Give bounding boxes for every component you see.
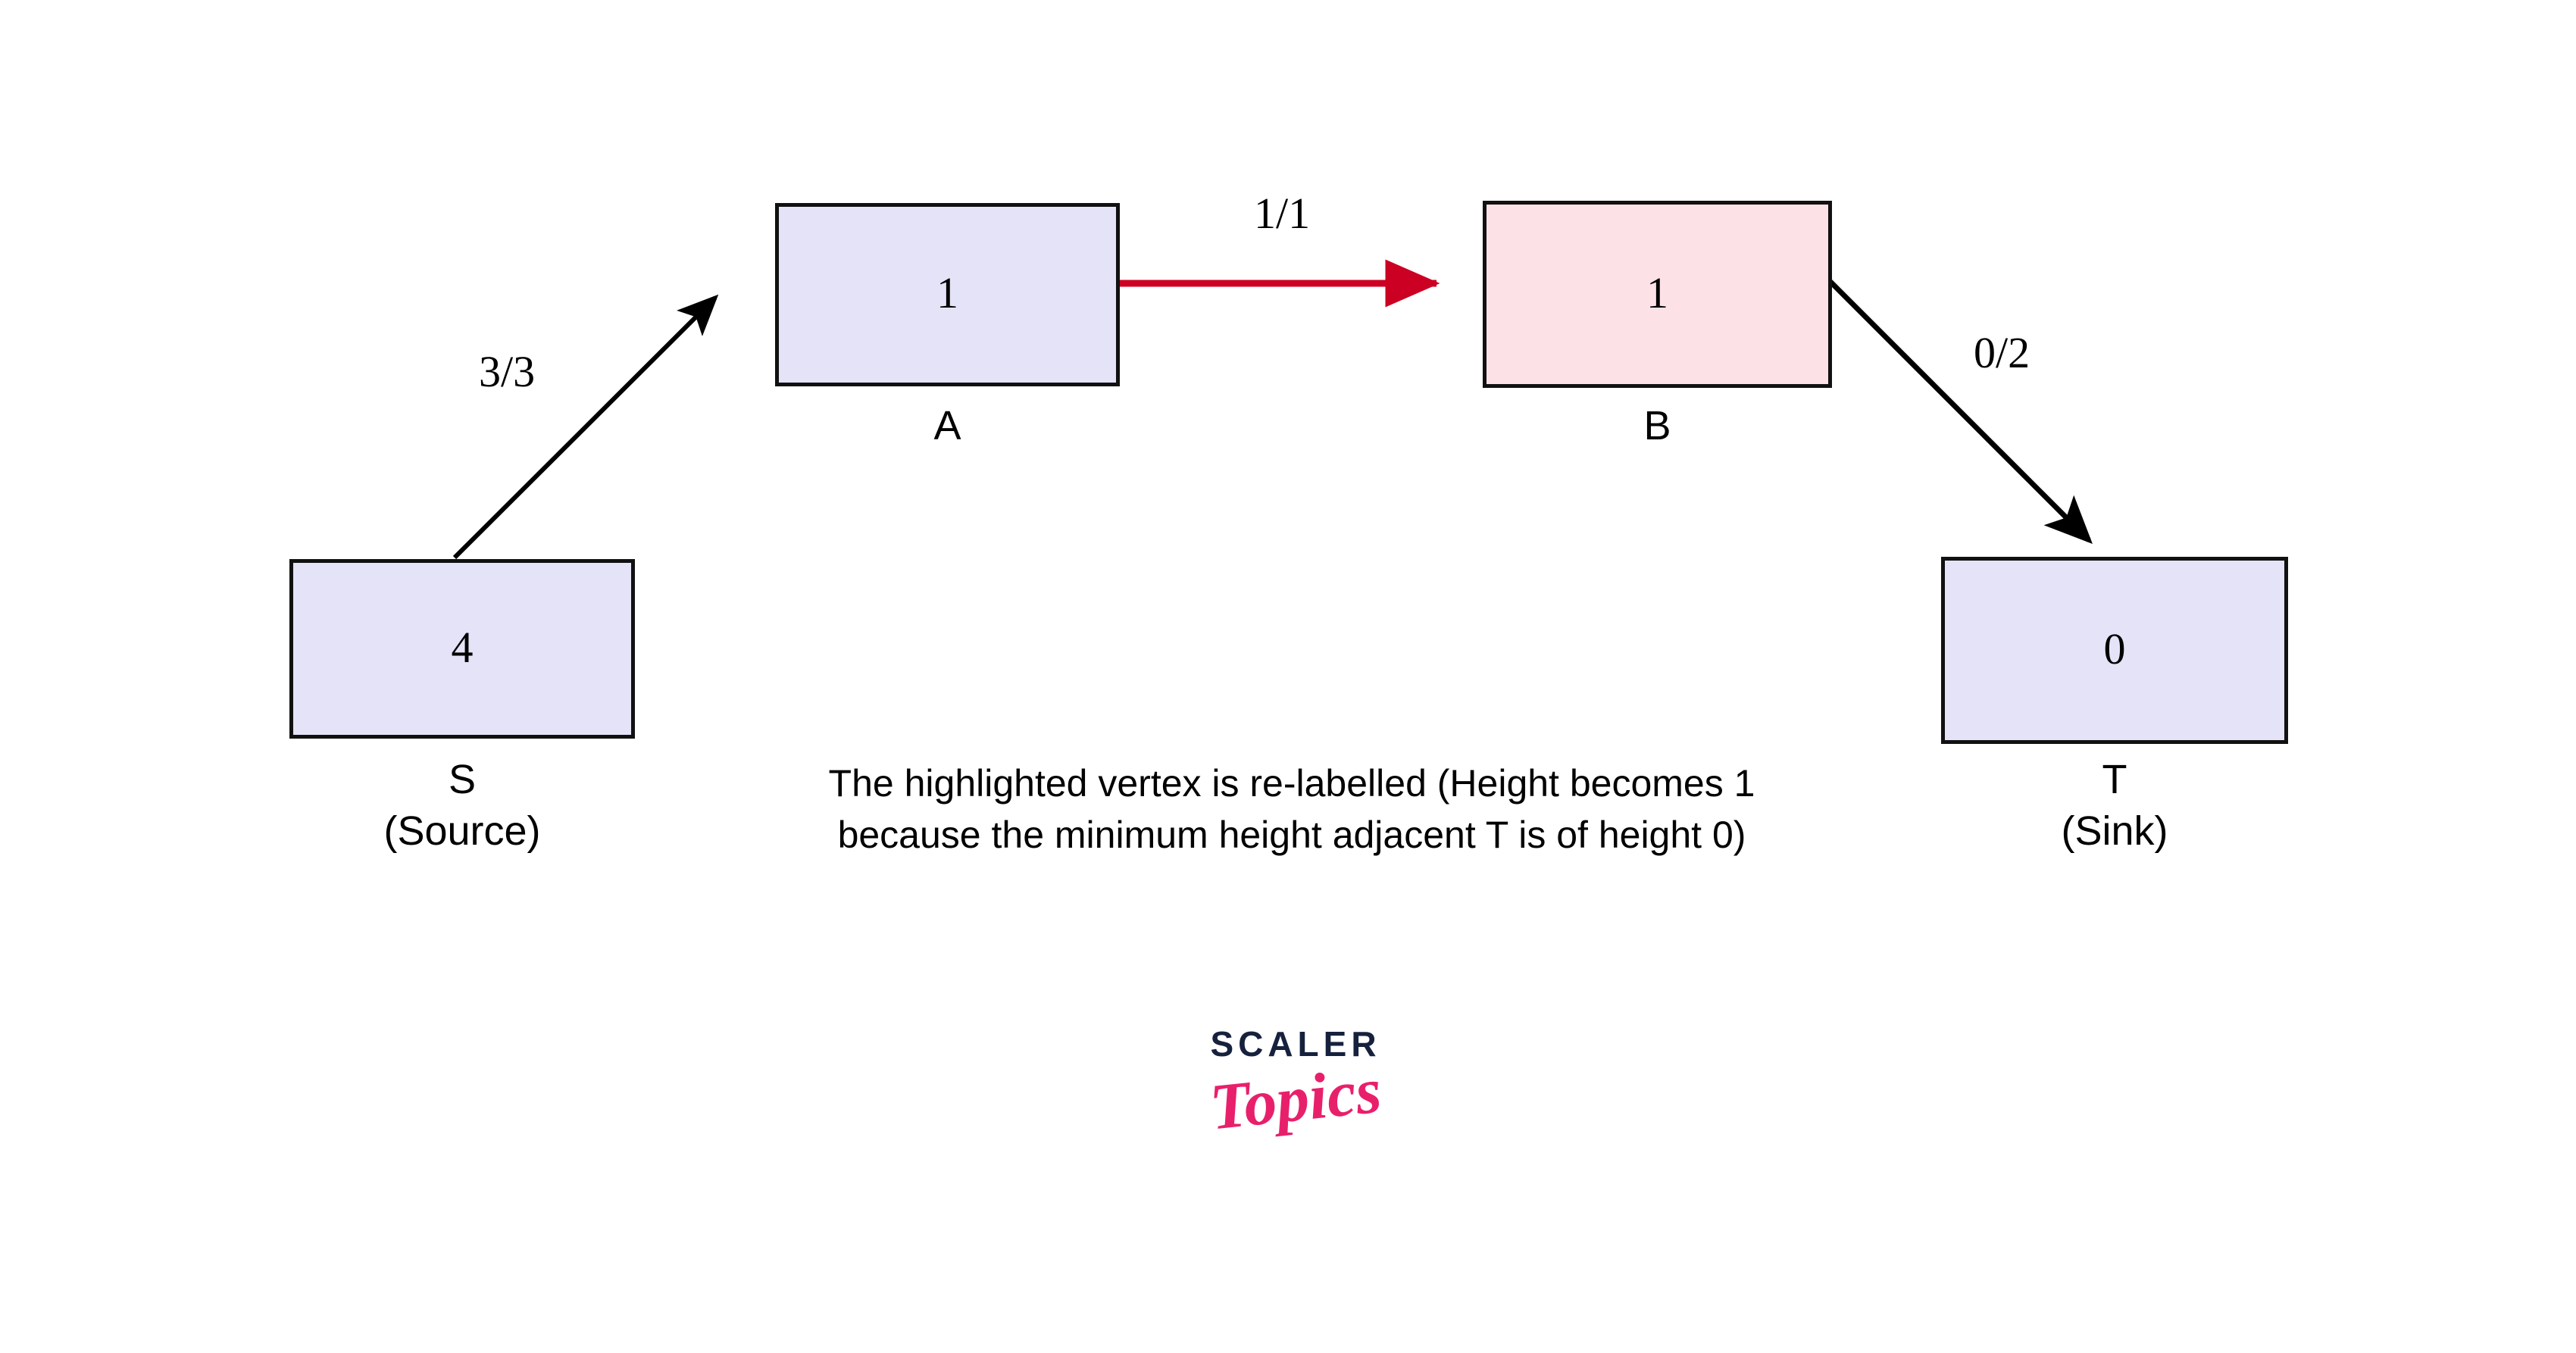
edge-s-a [452, 294, 719, 560]
edge-label-b-t: 0/2 [1974, 328, 2030, 377]
explanation-line-2: because the minimum height adjacent T is… [837, 814, 1746, 856]
node-t-height: 0 [2103, 623, 2126, 673]
edge-b-t [1827, 278, 2093, 544]
node-a[interactable]: 1 [775, 203, 1120, 386]
node-b[interactable]: 1 [1483, 201, 1832, 388]
node-a-height: 1 [936, 268, 958, 317]
scaler-topics-logo: SCALER Topics [1159, 1024, 1432, 1144]
node-a-caption: A [933, 403, 961, 448]
node-s[interactable]: 4 [289, 559, 635, 739]
logo-scaler-text: SCALER [1210, 1024, 1381, 1064]
node-t[interactable]: 0 [1941, 557, 2288, 744]
node-b-height: 1 [1646, 267, 1668, 317]
node-s-caption: S (Source) [383, 757, 541, 855]
logo-topics-text: Topics [1206, 1053, 1385, 1144]
explanation-line-1: The highlighted vertex is re-labelled (H… [828, 762, 1755, 805]
edge-label-a-b: 1/1 [1254, 189, 1311, 238]
node-s-height: 4 [451, 622, 474, 672]
node-b-caption: B [1643, 403, 1671, 448]
node-t-caption: T (Sink) [2061, 757, 2168, 855]
edge-label-s-a: 3/3 [479, 347, 536, 396]
explanation-caption: The highlighted vertex is re-labelled (H… [667, 758, 1917, 861]
